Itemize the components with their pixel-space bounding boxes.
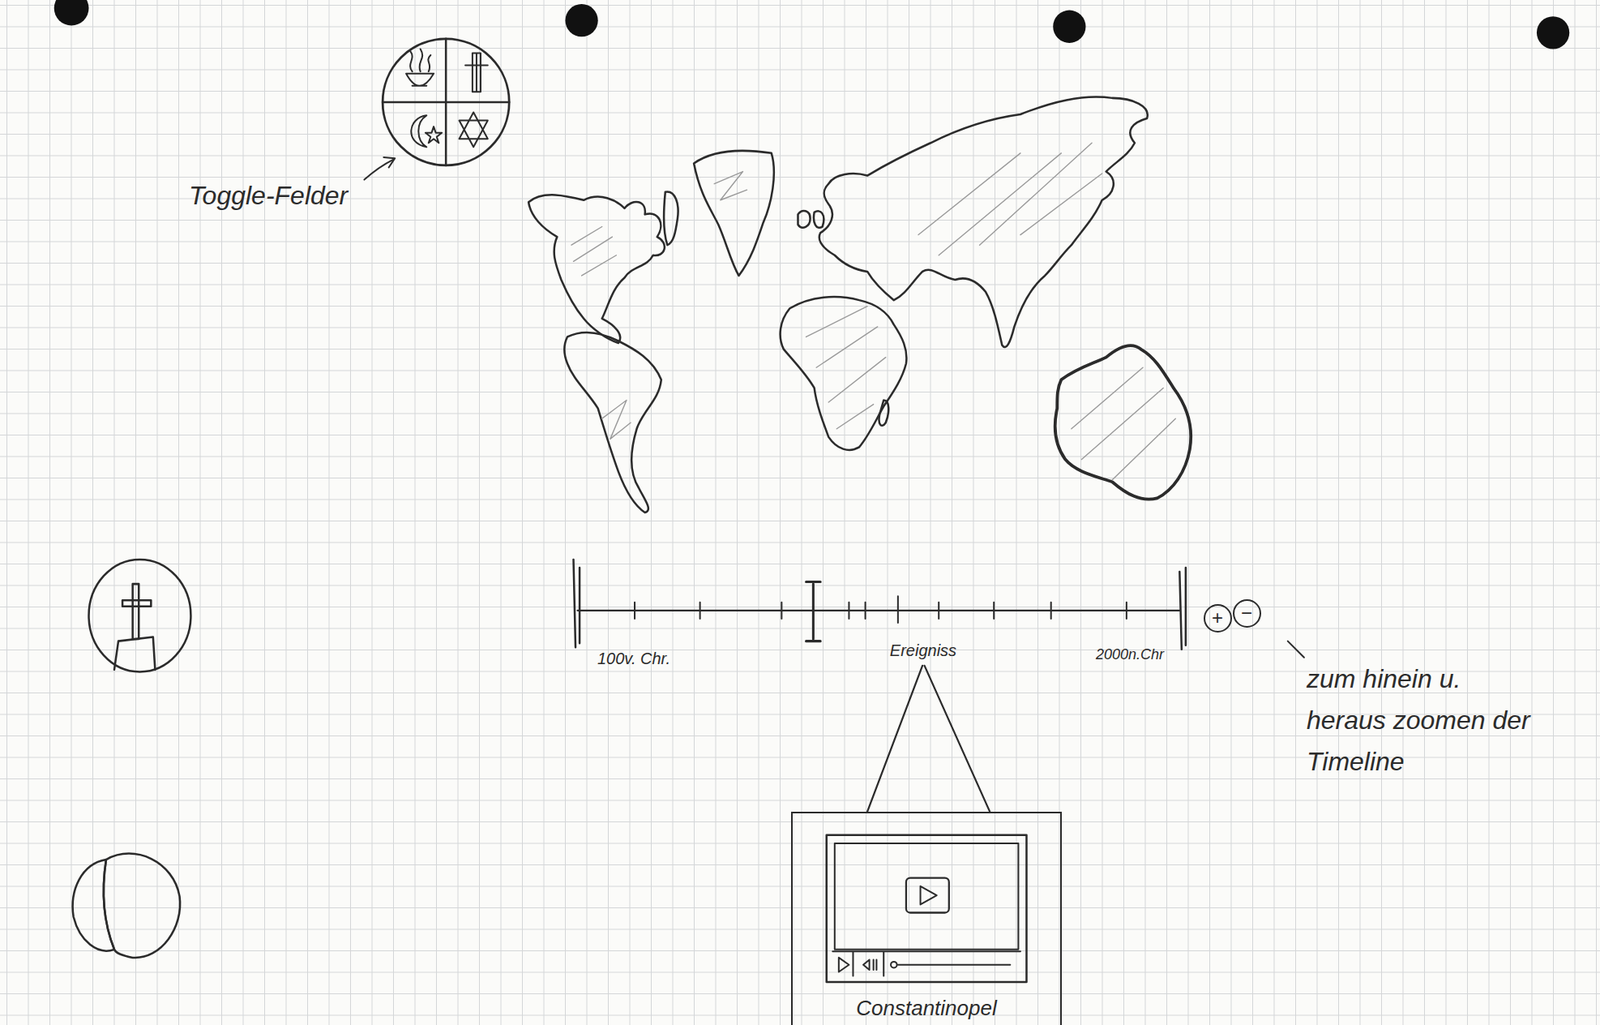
punch-hole bbox=[564, 4, 598, 37]
progress-knob bbox=[890, 961, 898, 968]
control-volume bbox=[863, 958, 877, 970]
node-text: + bbox=[1211, 607, 1224, 628]
hatching bbox=[1071, 367, 1176, 480]
leader-line bbox=[1287, 641, 1305, 658]
timeline-start-label: 100v. Chr. bbox=[597, 648, 671, 668]
star-of-david-symbol bbox=[459, 112, 488, 148]
hatching bbox=[602, 400, 631, 440]
event-label: Ereigniss bbox=[889, 640, 957, 660]
toggle-divider bbox=[382, 101, 510, 104]
crescent-symbol bbox=[410, 115, 442, 147]
play-triangle bbox=[920, 885, 937, 905]
callout-label: Toggle-Felder bbox=[188, 179, 348, 211]
toggle-circle bbox=[382, 38, 510, 166]
cross-icon bbox=[89, 559, 192, 672]
egg-icon bbox=[72, 853, 180, 958]
map-hatching bbox=[571, 142, 1176, 480]
node-text: − bbox=[1240, 603, 1253, 623]
punch-hole bbox=[54, 0, 90, 26]
control-play bbox=[838, 957, 850, 972]
zoom-in-button: + bbox=[1203, 603, 1233, 633]
world-map bbox=[528, 97, 1191, 513]
timeline-ticks bbox=[634, 595, 1127, 623]
popup-pointer bbox=[867, 665, 990, 812]
hatching bbox=[918, 142, 1103, 255]
south-america bbox=[564, 332, 662, 513]
timeline-axis bbox=[577, 609, 1181, 612]
madagascar bbox=[879, 400, 890, 426]
island bbox=[663, 191, 678, 245]
callout-arrow bbox=[363, 157, 395, 180]
australia bbox=[1055, 345, 1191, 500]
timeline-end-label: 2000n.Chr bbox=[1095, 645, 1164, 664]
british-isles bbox=[797, 210, 824, 228]
punch-hole bbox=[1052, 10, 1086, 43]
punch-holes bbox=[54, 0, 1571, 49]
event-popup-box: Constantinopel bbox=[791, 811, 1062, 1025]
africa bbox=[780, 296, 907, 450]
video-screen bbox=[834, 842, 1019, 950]
node-text: Constantinopel bbox=[855, 996, 997, 1019]
punch-hole bbox=[1536, 16, 1570, 49]
greenland bbox=[693, 150, 775, 276]
video-frame bbox=[826, 834, 1027, 982]
progress-track bbox=[898, 963, 1010, 966]
blob-right bbox=[103, 853, 180, 958]
toggle-outline bbox=[382, 38, 510, 166]
play-button bbox=[906, 877, 950, 913]
leader-line bbox=[363, 158, 394, 180]
hatching bbox=[806, 306, 886, 429]
hill bbox=[114, 637, 155, 670]
timeline-slider bbox=[806, 581, 822, 642]
timeline-end-cap bbox=[1179, 567, 1186, 650]
event-popup-illustration bbox=[826, 665, 1027, 982]
hatching bbox=[571, 226, 617, 276]
cross-symbol bbox=[465, 52, 488, 92]
north-america bbox=[528, 194, 665, 343]
control-bar bbox=[832, 950, 1021, 976]
cross-symbol bbox=[122, 583, 151, 639]
zoom-out-button: − bbox=[1232, 598, 1262, 628]
timeline-start-cap bbox=[573, 559, 581, 647]
blob-left bbox=[72, 859, 115, 951]
hindu-symbol bbox=[406, 48, 434, 86]
zoom-note: zum hinein u. heraus zoomen der Timeline bbox=[1306, 658, 1542, 783]
hatching bbox=[714, 171, 747, 201]
arrowhead bbox=[383, 157, 395, 168]
icon-circle bbox=[89, 559, 192, 672]
eurasia bbox=[819, 97, 1148, 347]
